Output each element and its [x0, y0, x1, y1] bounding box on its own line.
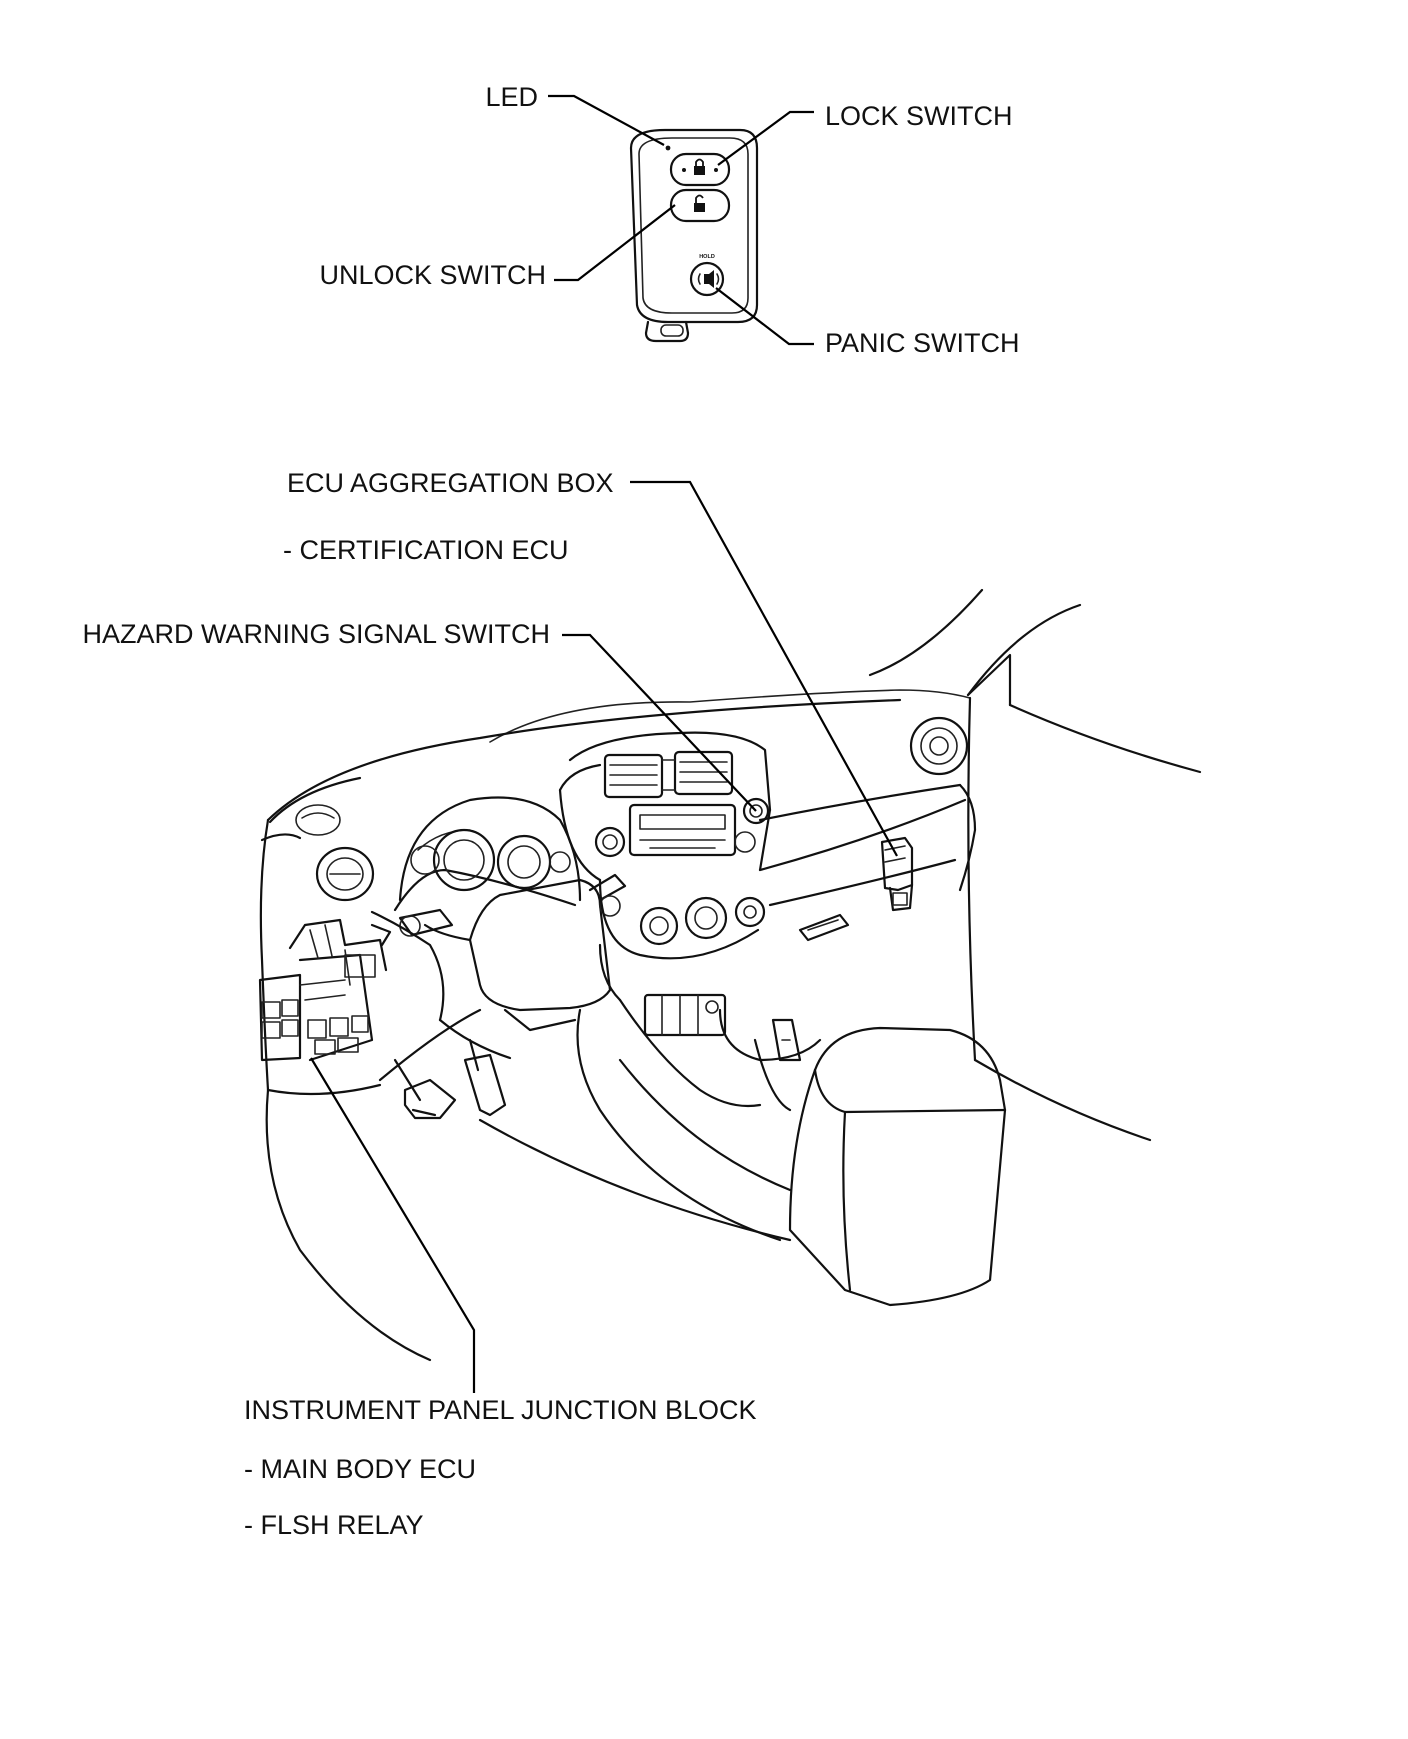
lock-button[interactable] — [669, 152, 731, 187]
panic-switch-label: PANIC SWITCH — [825, 328, 1020, 358]
hold-text: HOLD — [699, 254, 715, 260]
junction-block-drawing — [258, 918, 392, 1062]
panic-button[interactable]: HOLD — [689, 254, 725, 297]
ecu-aggregation-box-label: ECU AGGREGATION BOX — [287, 468, 614, 498]
unlock-switch-label: UNLOCK SWITCH — [319, 260, 546, 290]
leader-lines — [310, 94, 898, 1393]
instrument-panel-junction-block-label: INSTRUMENT PANEL JUNCTION BLOCK — [244, 1395, 757, 1425]
led-indicator — [665, 145, 671, 151]
lock-switch-label: LOCK SWITCH — [825, 101, 1013, 131]
led-label: LED — [485, 82, 538, 112]
unlock-icon — [694, 194, 705, 212]
instrument-panel-illustration — [258, 588, 1202, 1362]
ecu-aggregation-box-drawing — [880, 836, 914, 912]
key-fob: HOLD — [629, 128, 759, 343]
main-body-ecu-label: - MAIN BODY ECU — [244, 1454, 477, 1484]
flsh-relay-label: - FLSH RELAY — [244, 1510, 424, 1540]
hazard-switch-drawing — [742, 797, 770, 825]
unlock-button[interactable] — [669, 188, 731, 223]
key-release-icon — [660, 324, 684, 337]
horn-icon — [697, 270, 720, 288]
lock-icon — [694, 158, 705, 175]
hazard-switch-label: HAZARD WARNING SIGNAL SWITCH — [82, 619, 550, 649]
certification-ecu-label: - CERTIFICATION ECU — [283, 535, 569, 565]
